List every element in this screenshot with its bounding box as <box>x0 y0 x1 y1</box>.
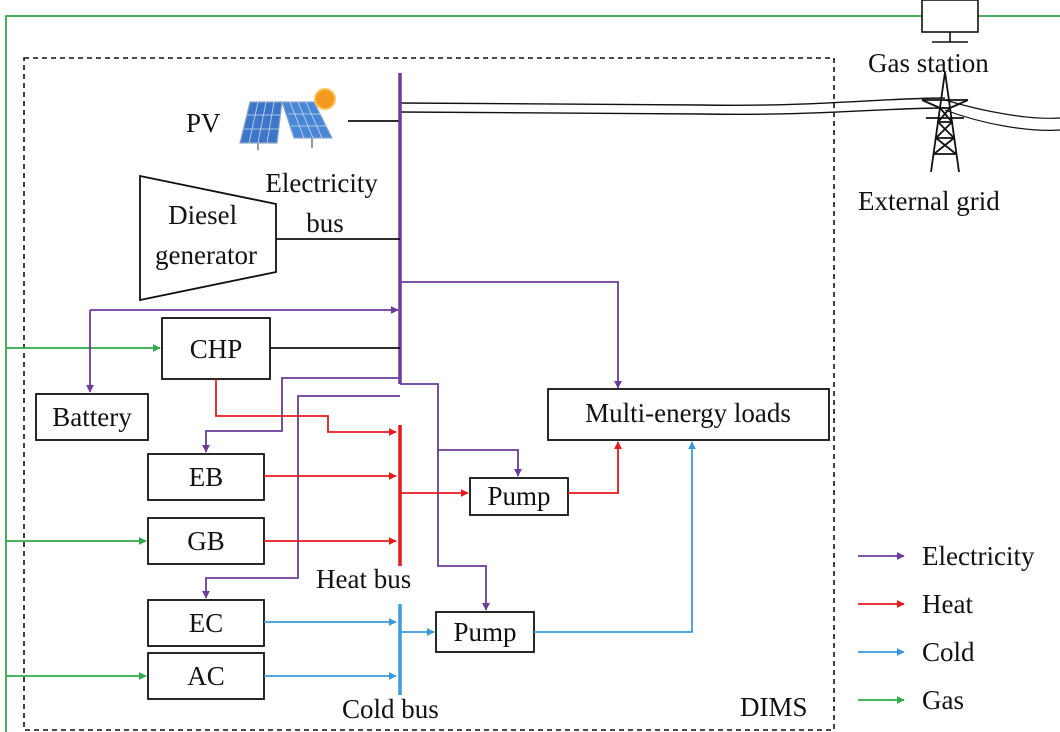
heat-bus-label: Heat bus <box>316 564 411 594</box>
pv-label: PV <box>186 108 221 138</box>
solar-panel-icon <box>239 101 333 150</box>
gb-label: GB <box>187 526 225 556</box>
gas-station-label: Gas station <box>868 48 989 78</box>
battery-box <box>35 393 149 441</box>
cold-bus-label: Cold bus <box>342 694 439 724</box>
gas-lines <box>5 15 1060 732</box>
ac-box <box>147 652 265 700</box>
transmission-tower-icon <box>921 71 969 173</box>
chp-label: CHP <box>190 334 243 364</box>
dims-boundary <box>23 57 835 731</box>
legend: Electricity Heat Cold Gas <box>858 541 1035 715</box>
dims-label: DIMS <box>740 692 808 722</box>
diesel-generator <box>139 174 277 302</box>
legend-label-gas: Gas <box>922 685 964 715</box>
ac-label: AC <box>187 661 225 691</box>
electricity-bus-label: Electricity bus <box>265 168 384 238</box>
diesel-generator-label: Diesel generator <box>155 200 257 270</box>
legend-label-heat: Heat <box>922 589 973 619</box>
multi-energy-loads-box <box>547 388 830 441</box>
multi-energy-loads-label: Multi-energy loads <box>585 398 791 428</box>
pump-cold-label: Pump <box>453 617 516 647</box>
ec-box <box>147 599 265 647</box>
eb-label: EB <box>189 462 224 492</box>
gas-station-icon <box>921 0 979 33</box>
battery-label: Battery <box>52 402 132 432</box>
external-grid-label: External grid <box>858 186 1000 216</box>
eb-box <box>147 453 265 501</box>
gas-station: Gas station <box>868 0 989 78</box>
pump-heat-box <box>469 477 569 516</box>
ec-label: EC <box>189 608 224 638</box>
sun-icon <box>314 88 336 110</box>
pump-heat-label: Pump <box>487 481 550 511</box>
legend-label-cold: Cold <box>922 637 975 667</box>
legend-label-electricity: Electricity <box>922 541 1035 571</box>
